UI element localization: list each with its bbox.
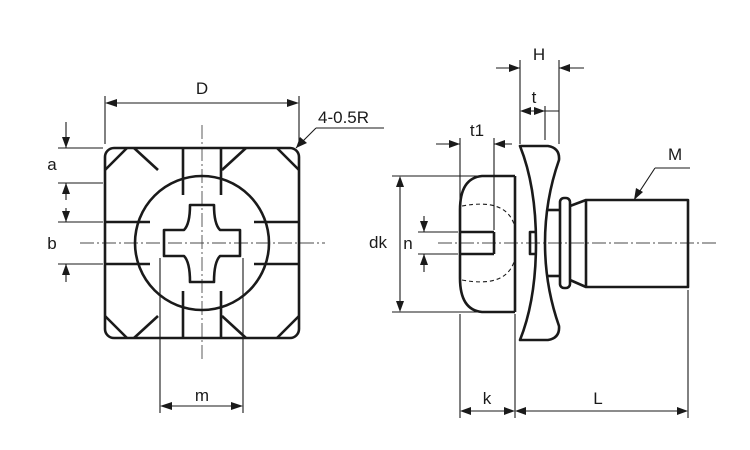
- dimension-n: n: [403, 216, 458, 272]
- label-D: D: [196, 79, 208, 98]
- label-n: n: [403, 234, 412, 253]
- side-view: [438, 144, 718, 342]
- dimension-a: a: [47, 122, 103, 200]
- cross-recess: [162, 203, 242, 284]
- label-H: H: [533, 45, 545, 64]
- dimension-dk: dk: [369, 175, 480, 313]
- label-a: a: [47, 155, 57, 174]
- screw-head-circle: [133, 174, 271, 312]
- washer-corner-bevels: [104, 147, 300, 339]
- square-washer-outline: [103, 146, 301, 340]
- dimension-H: H: [496, 45, 584, 144]
- front-view: [80, 125, 325, 362]
- dimension-M: M: [633, 145, 690, 201]
- corner-radius-callout: 4-0.5R: [295, 108, 384, 149]
- label-L: L: [593, 389, 602, 408]
- label-m: m: [195, 386, 209, 405]
- washer-profile: [518, 144, 561, 342]
- hidden-recess-arc: [461, 203, 515, 225]
- dimension-k: k: [459, 314, 516, 418]
- spring-ring: [558, 196, 572, 290]
- label-dk: dk: [369, 233, 387, 252]
- threaded-shank: [569, 198, 690, 289]
- dimension-t: t: [520, 88, 559, 140]
- washer-ribs: [105, 148, 299, 338]
- dimension-t1: t1: [436, 121, 512, 230]
- dimension-m: m: [159, 258, 244, 413]
- label-b: b: [47, 234, 56, 253]
- label-corner-radius: 4-0.5R: [318, 108, 369, 127]
- label-t1: t1: [470, 121, 484, 140]
- label-M: M: [668, 145, 682, 164]
- dimension-b: b: [47, 208, 103, 282]
- screw-head-profile: [458, 174, 515, 314]
- label-k: k: [483, 389, 492, 408]
- label-t: t: [532, 88, 537, 107]
- dimension-L: L: [515, 290, 689, 418]
- dimension-D: D: [104, 79, 300, 144]
